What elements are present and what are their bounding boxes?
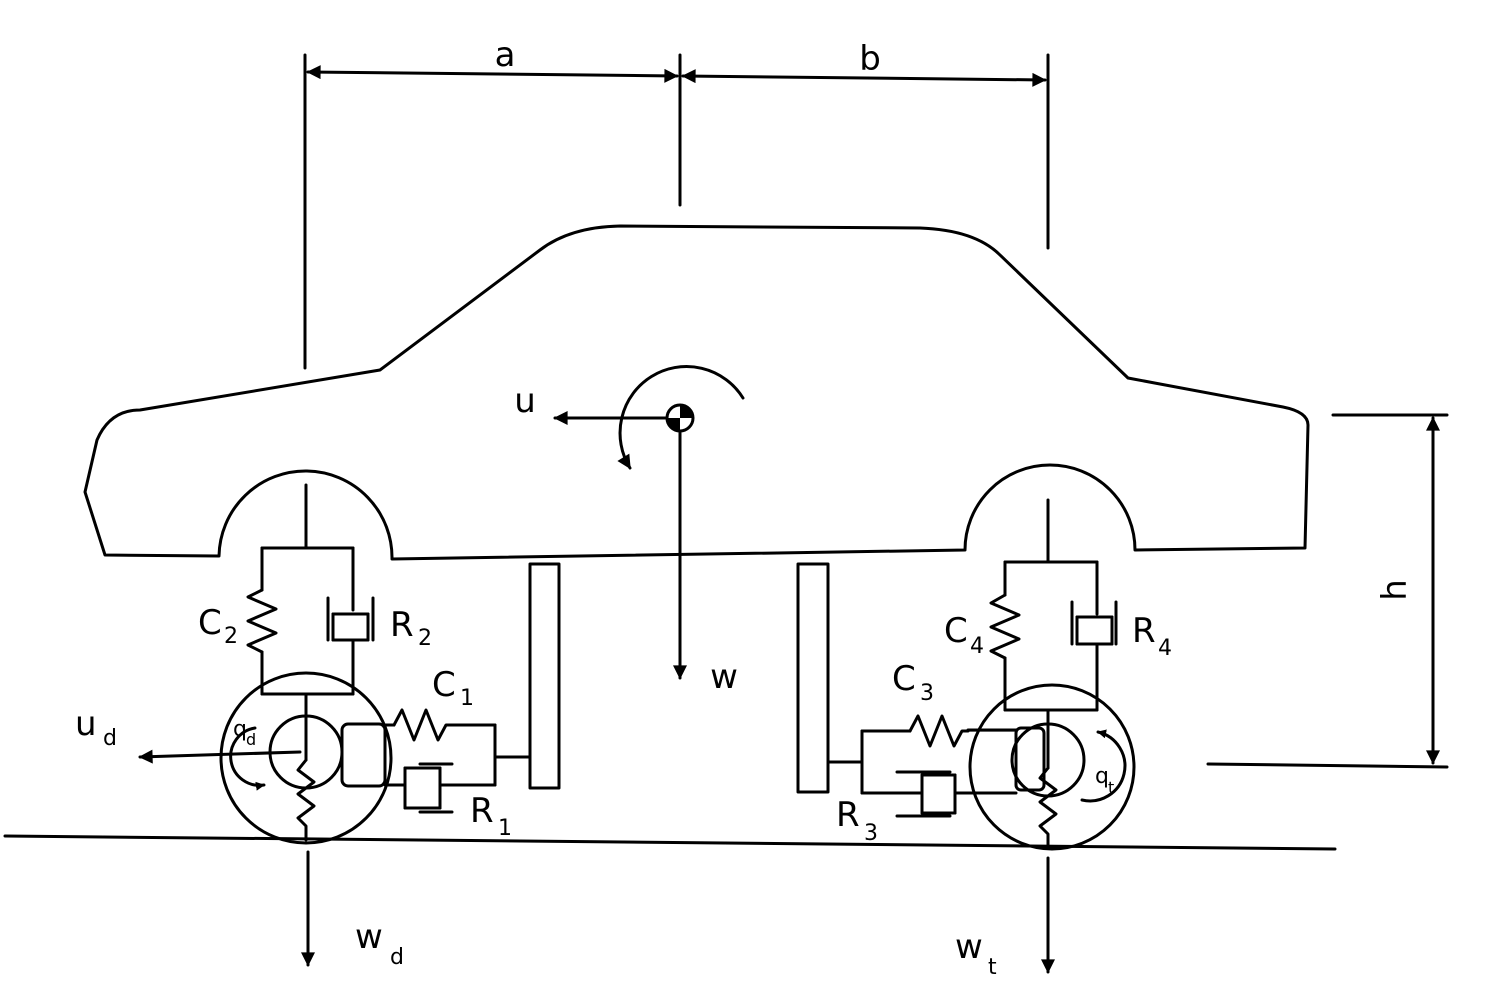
right-wheel-assembly (826, 498, 1136, 851)
svg-text:2: 2 (418, 626, 432, 651)
svg-text:1: 1 (498, 816, 512, 841)
svg-text:R: R (836, 795, 860, 835)
dimension-h (1206, 413, 1449, 769)
svg-text:C: C (432, 665, 456, 705)
svg-text:w: w (955, 927, 983, 967)
label-u: u (514, 381, 536, 421)
svg-text:t: t (988, 955, 997, 980)
label-b: b (859, 39, 881, 79)
right-wheel (968, 683, 1136, 851)
svg-text:4: 4 (970, 634, 984, 659)
svg-text:2: 2 (224, 624, 238, 649)
svg-text:q: q (1095, 764, 1109, 789)
svg-text:3: 3 (920, 681, 934, 706)
svg-text:t: t (1108, 778, 1114, 797)
svg-text:d: d (390, 945, 404, 970)
svg-text:C: C (198, 603, 222, 643)
svg-text:1: 1 (460, 686, 474, 711)
svg-text:d: d (103, 726, 117, 751)
pitch-rotation-arrow (617, 365, 745, 470)
svg-text:R: R (1132, 611, 1156, 651)
left-wheel-assembly (219, 483, 532, 845)
svg-text:C: C (944, 611, 968, 651)
dimension-a-b (303, 53, 1050, 370)
svg-text:3: 3 (864, 821, 878, 846)
label-h: h (1375, 579, 1415, 601)
left-support-post (528, 562, 561, 790)
label-w: w (710, 657, 738, 697)
right-support-post (796, 562, 830, 794)
svg-text:C: C (892, 659, 916, 699)
svg-text:q: q (233, 717, 247, 742)
center-of-gravity (665, 403, 695, 433)
label-a: a (495, 35, 516, 75)
label-w-t: wt (955, 927, 997, 980)
svg-text:R: R (470, 791, 494, 831)
svg-text:R: R (390, 605, 414, 645)
svg-text:u: u (75, 704, 97, 744)
label-w-d: wd (355, 917, 404, 970)
svg-text:w: w (355, 917, 383, 957)
ground-line (3, 834, 1337, 851)
svg-text:d: d (246, 730, 256, 749)
u-d-arrow (138, 749, 302, 764)
car-body (83, 224, 1310, 561)
left-wheel (219, 671, 393, 845)
svg-text:4: 4 (1158, 636, 1172, 661)
